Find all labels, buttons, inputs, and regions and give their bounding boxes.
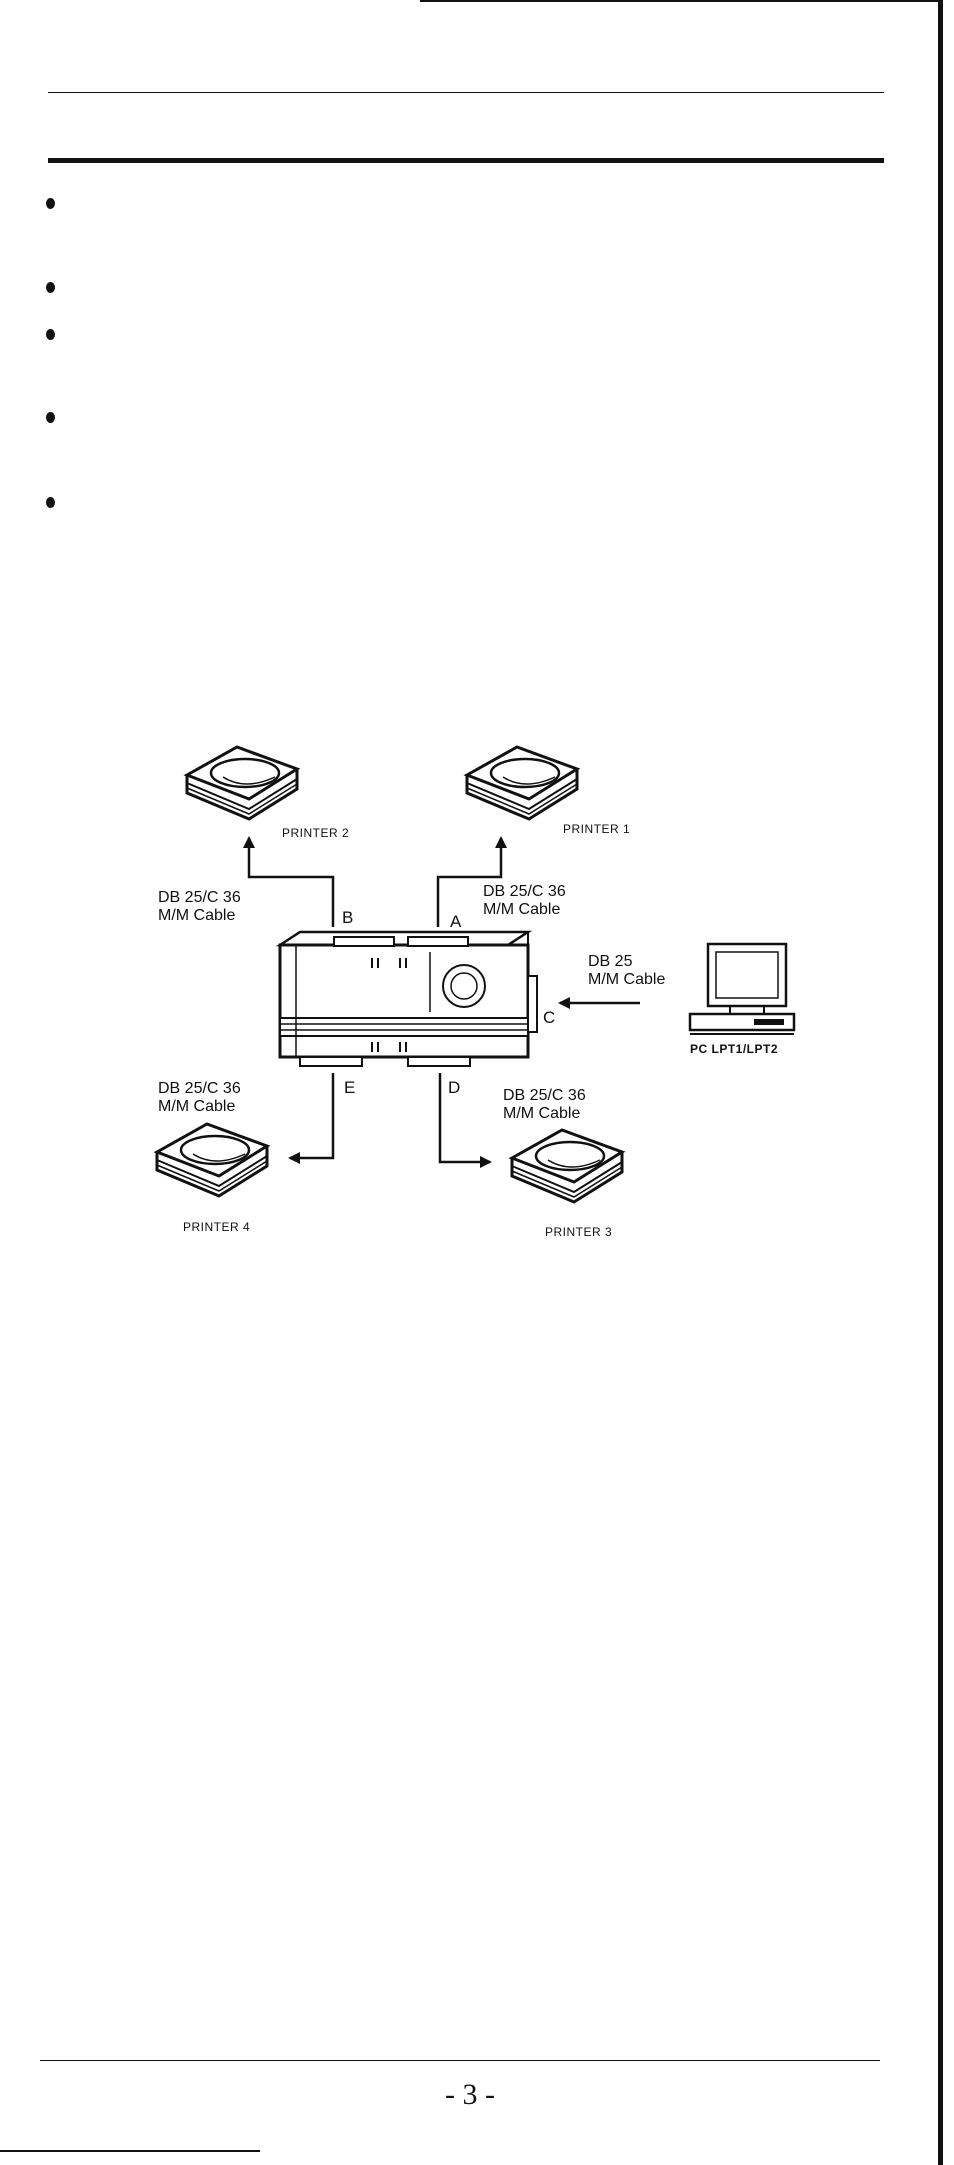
page-number: - 3 - — [445, 2078, 495, 2111]
cable-d-label: DB 25/C 36 M/M Cable — [503, 1087, 586, 1123]
cable-line-d — [438, 1073, 492, 1168]
cable-b-desc: M/M Cable — [158, 907, 236, 924]
bullet-4 — [46, 412, 55, 423]
cable-line-a — [436, 836, 507, 927]
computer-icon — [688, 942, 796, 1035]
cable-d-type: DB 25/C 36 — [503, 1087, 586, 1104]
header-thin-rule — [48, 92, 884, 93]
cable-b-type: DB 25/C 36 — [158, 889, 241, 906]
port-d-label: D — [448, 1078, 461, 1097]
cable-c-type: DB 25 — [588, 953, 633, 970]
cable-e-desc: M/M Cable — [158, 1098, 236, 1115]
cable-b-label: DB 25/C 36 M/M Cable — [158, 889, 241, 925]
header-thick-rule — [48, 158, 884, 163]
printer-3-label: PRINTER 3 — [545, 1225, 613, 1239]
cable-d-desc: M/M Cable — [503, 1105, 581, 1122]
pc-label: PC LPT1/LPT2 — [690, 1042, 779, 1056]
printer-icon — [463, 745, 581, 821]
printer-2-label: PRINTER 2 — [282, 826, 350, 840]
cable-c-label: DB 25 M/M Cable — [588, 953, 665, 989]
cable-a-desc: M/M Cable — [483, 901, 561, 918]
printer-icon — [183, 745, 301, 821]
cable-c-desc: M/M Cable — [588, 971, 666, 988]
port-e-label: E — [344, 1078, 356, 1097]
port-a-label: A — [450, 912, 462, 931]
bullet-1 — [46, 198, 55, 209]
printer-1-label: PRINTER 1 — [563, 822, 631, 836]
bullet-5 — [46, 497, 55, 508]
right-border — [938, 0, 943, 2165]
cable-a-type: DB 25/C 36 — [483, 883, 566, 900]
printer-4-label: PRINTER 4 — [183, 1220, 251, 1234]
bullet-3 — [46, 329, 55, 340]
bullet-2 — [46, 282, 55, 293]
printer-icon — [153, 1122, 271, 1198]
cable-e-label: DB 25/C 36 M/M Cable — [158, 1080, 241, 1116]
switch-box — [275, 930, 538, 1067]
footer-rule — [40, 2060, 880, 2061]
cable-line-b — [243, 836, 335, 927]
cable-a-label: DB 25/C 36 M/M Cable — [483, 883, 566, 919]
bottom-left-rule — [0, 2150, 260, 2152]
cable-line-e — [288, 1073, 335, 1164]
port-b-label: B — [342, 908, 354, 927]
top-right-rule — [420, 0, 942, 2]
cable-e-type: DB 25/C 36 — [158, 1080, 241, 1097]
printer-icon — [508, 1128, 626, 1204]
port-c-label: C — [543, 1008, 556, 1027]
